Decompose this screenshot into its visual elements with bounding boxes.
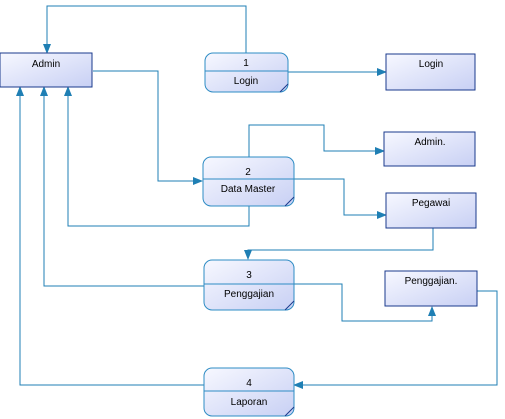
entity-label-admin: Admin [32, 59, 60, 70]
data-store-login: Login [385, 53, 476, 91]
store-label-admin: Admin. [414, 137, 445, 148]
process-3-penggajian: 3 Penggajian [203, 259, 295, 311]
data-store-penggajian: Penggajian. [384, 270, 478, 307]
store-label-pegawai: Pegawai [412, 198, 450, 209]
flow-pegawai-to-p3 [244, 228, 434, 260]
data-store-pegawai: Pegawai [385, 192, 477, 229]
process-number-2: 2 [245, 167, 251, 178]
process-number-3: 3 [246, 270, 252, 281]
process-4-laporan: 4 Laporan [203, 367, 295, 417]
process-label-2: Data Master [221, 184, 276, 195]
process-number-4: 4 [246, 378, 252, 389]
flow-p4-to-admin [16, 86, 204, 386]
flow-p3-to-admin [40, 86, 204, 287]
process-label-4: Laporan [231, 397, 268, 408]
flow-p2-to-pegawai-store [294, 178, 387, 219]
data-store-admin: Admin. [383, 131, 476, 167]
process-number-1: 1 [243, 58, 249, 69]
process-label-3: Penggajian [224, 289, 274, 300]
process-2-data-master: 2 Data Master [202, 156, 295, 207]
process-1-login: 1 Login [204, 52, 289, 93]
flow-lines [16, 5, 498, 389]
external-entity-admin: Admin [0, 52, 93, 88]
store-label-login: Login [419, 59, 443, 70]
flow-p2-to-admin [64, 86, 250, 227]
flow-admin-to-p2 [93, 70, 203, 185]
process-label-1: Login [234, 76, 258, 87]
flow-p2-to-admin-store [248, 124, 385, 157]
flow-p1-to-admin [43, 5, 247, 54]
flow-p3-to-penggajian-store [294, 283, 436, 322]
store-label-penggajian: Penggajian. [405, 276, 458, 287]
flow-penggajian-to-p4 [293, 290, 498, 389]
